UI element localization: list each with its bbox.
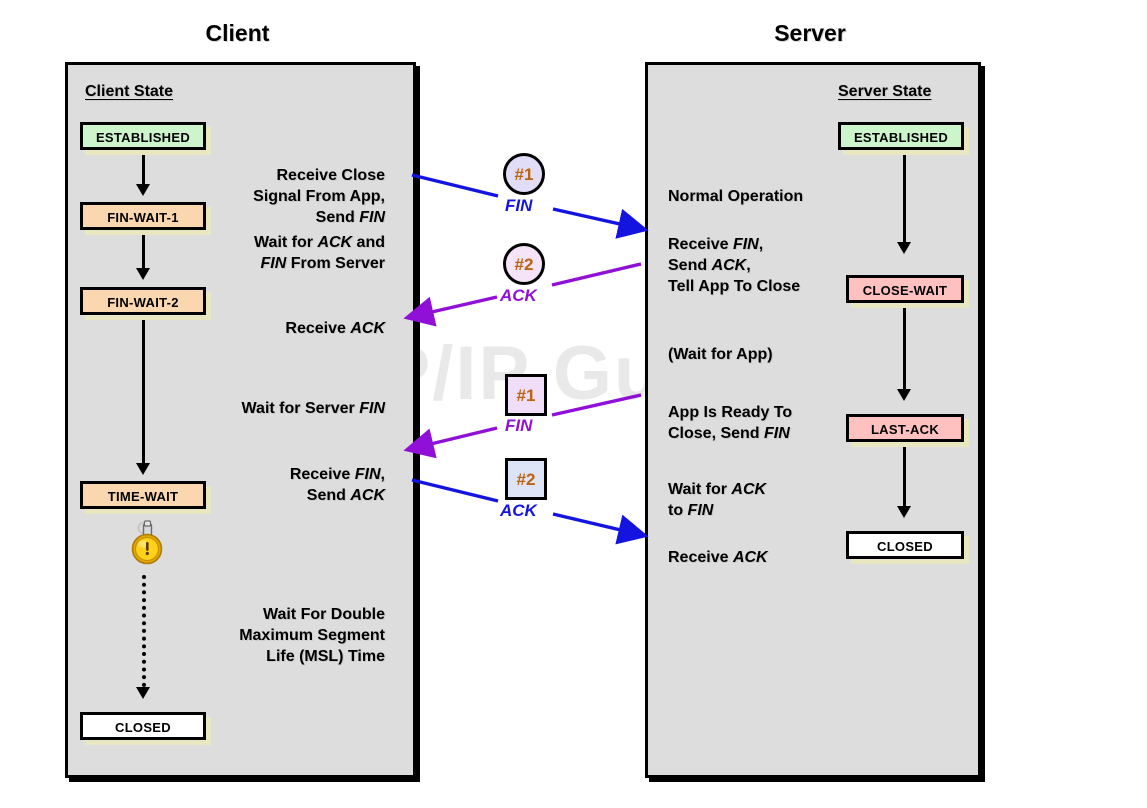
message-badge-fin-1: #1 [503, 153, 545, 195]
server-column-title: Server [774, 20, 846, 46]
client-state-fin-wait-2: FIN-WAIT-2 [80, 287, 206, 315]
server-state-last-ack: LAST-ACK [846, 414, 964, 442]
message-label-ack-2: ACK [500, 501, 537, 520]
server-state-established: ESTABLISHED [838, 122, 964, 150]
server-note-receive-ack: Receive ACK [668, 549, 768, 566]
client-flow-arrowhead-2 [136, 268, 150, 280]
client-flow-line-2 [142, 232, 145, 268]
server-flow-arrowhead-1 [897, 242, 911, 254]
server-flow-arrowhead-3 [897, 506, 911, 518]
server-note-normal-operation: Normal Operation [668, 188, 804, 205]
client-note-receive-fin-send-ack: Receive FIN,Send ACK [289, 466, 385, 504]
message-label-fin-1: FIN [505, 196, 533, 215]
client-note-receive-ack: Receive ACK [285, 320, 385, 337]
server-state-closed: CLOSED [846, 531, 964, 559]
arrow-ack-client-to-server-left [411, 478, 499, 503]
client-flow-arrowhead-3 [136, 463, 150, 475]
server-flow-line-2 [903, 305, 906, 389]
client-flow-arrowhead-1 [136, 184, 150, 196]
arrow-fin-client-to-server-left [411, 173, 499, 198]
server-state-heading: Server State [838, 83, 932, 100]
message-label-ack-1: ACK [500, 286, 537, 305]
server-state-close-wait: CLOSE-WAIT [846, 275, 964, 303]
client-state-closed: CLOSED [80, 712, 206, 740]
arrow-fin-server-to-client-right [551, 393, 642, 417]
arrow-ack-server-to-client-right [551, 262, 642, 287]
arrow-ack-client-to-server-right [552, 512, 649, 545]
client-state-time-wait: TIME-WAIT [80, 481, 206, 509]
server-note-receive-fin: Receive FIN,Send ACK,Tell App To Close [668, 236, 801, 295]
client-state-fin-wait-1: FIN-WAIT-1 [80, 202, 206, 230]
server-note-wait-for-app: (Wait for App) [668, 346, 773, 363]
arrow-fin-server-to-client-left [403, 426, 498, 459]
arrow-ack-server-to-client-left [403, 295, 498, 327]
client-panel [65, 62, 416, 778]
client-flow-line-1 [142, 152, 145, 184]
client-state-established: ESTABLISHED [80, 122, 206, 150]
client-note-wait-for-server-fin: Wait for Server FIN [241, 400, 385, 417]
client-column-title: Client [205, 20, 270, 46]
client-flow-line-3 [142, 317, 145, 463]
server-flow-line-1 [903, 152, 906, 242]
message-badge-fin-2: #1 [505, 374, 547, 416]
message-label-fin-2: FIN [505, 416, 533, 435]
client-flow-arrowhead-4 [136, 687, 150, 699]
client-flow-dotted-line [142, 575, 146, 687]
server-flow-arrowhead-2 [897, 389, 911, 401]
arrow-fin-client-to-server-right [552, 207, 649, 239]
message-badge-ack-1: #2 [503, 243, 545, 285]
server-flow-line-3 [903, 444, 906, 506]
message-badge-ack-2: #2 [505, 458, 547, 500]
stopwatch-icon [126, 519, 168, 572]
client-state-heading: Client State [85, 83, 174, 100]
